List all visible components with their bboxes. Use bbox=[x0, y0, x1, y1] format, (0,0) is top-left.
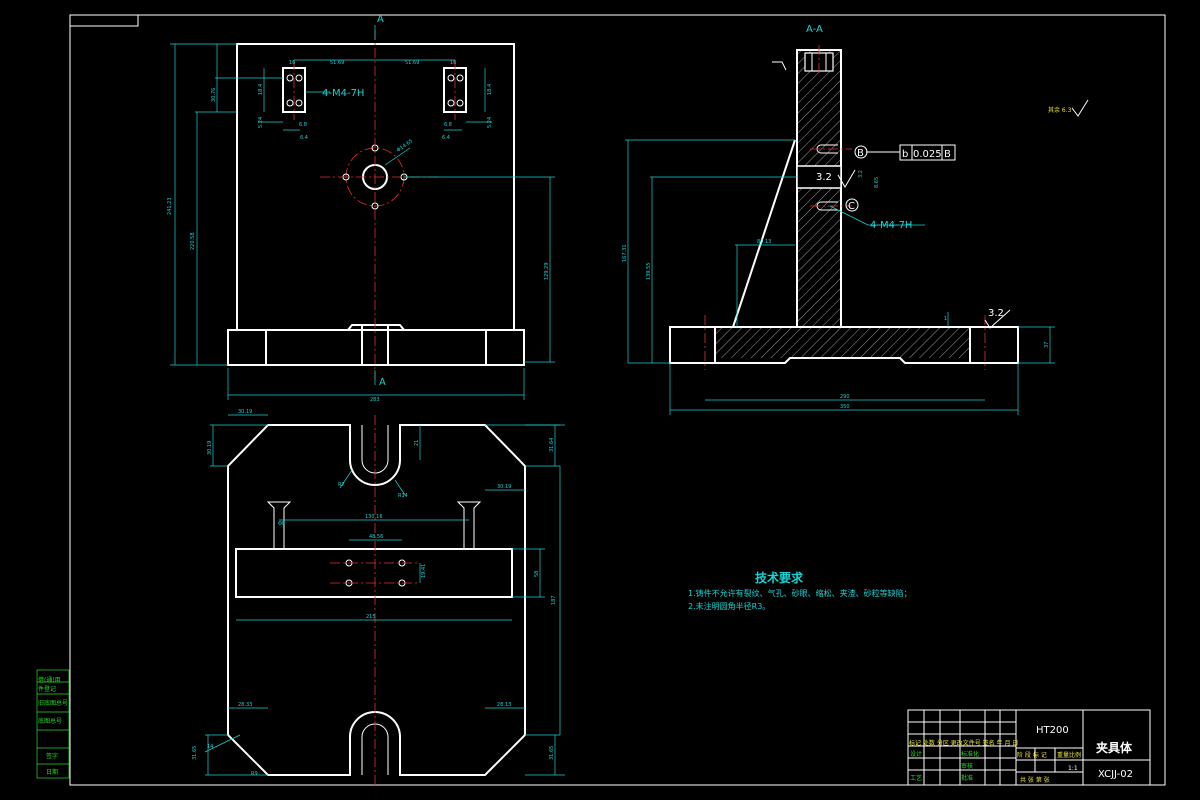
dim-hole-v: 19.41 bbox=[421, 564, 427, 578]
tol-value: 0.025 bbox=[913, 149, 942, 160]
panel-cell2: 件登记 bbox=[38, 685, 56, 693]
surface-note: 其余 6.3 bbox=[1048, 106, 1072, 114]
panel-cell6: 日期 bbox=[46, 768, 58, 776]
title-block: HT200 夹具体 XCJJ-02 标记 处数 分区 更改文件号 签名 年 月 … bbox=[907, 709, 1151, 786]
dim-total-h: 187 bbox=[551, 595, 557, 605]
dim-small-6: 6.4 bbox=[442, 135, 450, 141]
dim-base-inner: 290 bbox=[840, 394, 850, 400]
dim-plan-top-h: 30.19 bbox=[207, 441, 213, 455]
dim-top-right: 51.69 bbox=[405, 60, 419, 66]
dim-right-top: 31.64 bbox=[549, 438, 555, 452]
front-base bbox=[227, 324, 525, 366]
roughness-3: 3.2 bbox=[988, 308, 1004, 319]
datum-b: B bbox=[857, 148, 864, 159]
pin-right bbox=[456, 501, 482, 549]
dim-height-inner: 220.58 bbox=[190, 233, 196, 251]
panel-cell1: 借(通)用 bbox=[38, 676, 61, 684]
tech-line2: 2.未注明圆角半径R3。 bbox=[688, 601, 770, 611]
dim-rail-h: 58 bbox=[534, 571, 540, 577]
dim-vert-4: 5.24 bbox=[487, 117, 493, 128]
guide-rail bbox=[235, 548, 513, 598]
dim-small-2: 16 bbox=[450, 60, 456, 66]
cut-mark-bottom: A bbox=[379, 377, 386, 388]
tech-title: 技术要求 bbox=[755, 570, 804, 585]
dim-small-5: 6.4 bbox=[300, 135, 308, 141]
dim-pin: Φ8 bbox=[278, 521, 285, 527]
roughness-1: 3.2 bbox=[816, 172, 832, 183]
tb-row-header: 标记 处数 分区 更改文件号 签名 年 月 日 bbox=[909, 739, 1018, 747]
dim-bevel-label: 14 bbox=[207, 744, 213, 750]
front-view: 51.69 51.69 16 16 18.4 18.4 5.24 5.24 6.… bbox=[167, 14, 555, 403]
panel-cell5: 签字 bbox=[46, 752, 58, 760]
tb-stage-label: 阶 段 标 记 bbox=[1017, 751, 1047, 759]
dim-base-height: 37 bbox=[1044, 342, 1050, 348]
tb-sheet-label: 共 张 第 张 bbox=[1020, 776, 1050, 784]
cut-mark-top: A bbox=[377, 14, 384, 25]
dim-rib: 80.13 bbox=[757, 239, 771, 245]
tb-checker: 审核 bbox=[961, 762, 973, 770]
section-view: B C b 0.025 B A-A 4-M4-7H 3.2 3.2 3.2 8.… bbox=[622, 24, 1089, 415]
tol-symbol: b bbox=[902, 149, 908, 160]
panel-cell4: 底图总号 bbox=[38, 717, 62, 725]
pin-left bbox=[266, 501, 292, 549]
dim-rail-w: 215 bbox=[366, 614, 376, 620]
dim-plan-top-w: 30.19 bbox=[238, 409, 252, 415]
tb-std: 标准化 bbox=[961, 750, 979, 758]
tb-drawing-no: XCJJ-02 bbox=[1098, 769, 1133, 780]
roughness-2: 3.2 bbox=[858, 170, 864, 178]
dim-bottom-right-h: 31.65 bbox=[549, 746, 555, 760]
thread-note-side: 4-M4-7H bbox=[870, 220, 912, 231]
tb-designer: 设计 bbox=[910, 750, 922, 758]
dim-corner: R9 bbox=[251, 771, 258, 777]
dim-small-side: 1 bbox=[944, 316, 947, 322]
dim-base-total: 350 bbox=[840, 404, 850, 410]
side-panel: 借(通)用 件登记 旧底图总号 底图总号 签字 日期 bbox=[36, 669, 70, 779]
dim-small-3: 6.8 bbox=[299, 122, 307, 128]
dim-slot-r: R7 bbox=[338, 482, 345, 488]
tech-requirements: 技术要求 1.铸件不允许有裂纹、气孔、砂眼、缩松、夹渣、砂粒等缺陷； 2.未注明… bbox=[688, 570, 912, 611]
frame-tab bbox=[69, 14, 139, 27]
dim-small-4: 6.8 bbox=[444, 122, 452, 128]
thread-note-front: 4-M4-7H bbox=[322, 88, 364, 99]
dim-right-bevel: 30.19 bbox=[497, 484, 511, 490]
front-plate bbox=[236, 43, 515, 331]
plan-outline bbox=[227, 424, 526, 776]
dim-width-total: 283 bbox=[370, 397, 380, 403]
drawing-frame bbox=[69, 14, 1166, 786]
tb-approve: 批准 bbox=[961, 774, 973, 782]
dim-height-mid-side: 139.55 bbox=[646, 263, 652, 281]
datum-c: C bbox=[848, 201, 855, 212]
dim-vert-2: 18.4 bbox=[487, 84, 493, 95]
tb-process: 工艺 bbox=[910, 774, 922, 782]
plan-view: 30.19 30.19 21 R7 R14 31.64 30.19 Φ8 130… bbox=[192, 409, 565, 785]
dim-height-total: 241.23 bbox=[167, 198, 173, 216]
tb-scale: 1:1 bbox=[1068, 765, 1078, 772]
dim-small-1: 16 bbox=[289, 60, 295, 66]
dim-vert-1: 18.4 bbox=[258, 84, 264, 95]
dim-hole-side: 8.65 bbox=[874, 177, 880, 188]
dim-top-left: 51.69 bbox=[330, 60, 344, 66]
tb-weight-label: 重量 bbox=[1057, 751, 1069, 759]
dim-hole-span: 48.56 bbox=[369, 534, 383, 540]
dim-bottom-left: 28.33 bbox=[238, 702, 252, 708]
dim-pin-span: 130.16 bbox=[365, 514, 383, 520]
dim-slot-depth: 21 bbox=[414, 440, 420, 446]
tb-material: HT200 bbox=[1036, 725, 1069, 736]
tol-datum: B bbox=[944, 149, 951, 160]
dim-right-height: 129.29 bbox=[544, 263, 550, 281]
dim-vert-3: 5.24 bbox=[258, 117, 264, 128]
dim-bottom-left-h: 31.65 bbox=[192, 746, 198, 760]
tech-line1: 1.铸件不允许有裂纹、气孔、砂眼、缩松、夹渣、砂粒等缺陷； bbox=[688, 588, 912, 598]
section-title: A-A bbox=[806, 24, 823, 35]
dim-bottom-right: 28.13 bbox=[497, 702, 511, 708]
dim-side-1: 30.76 bbox=[211, 88, 217, 102]
dim-height-total-side: 167.31 bbox=[622, 245, 628, 263]
dim-slot-r2: R14 bbox=[398, 493, 408, 499]
tb-scale-label: 比例 bbox=[1069, 751, 1081, 759]
tb-part-name: 夹具体 bbox=[1096, 740, 1133, 755]
panel-cell3: 旧底图总号 bbox=[38, 699, 68, 707]
